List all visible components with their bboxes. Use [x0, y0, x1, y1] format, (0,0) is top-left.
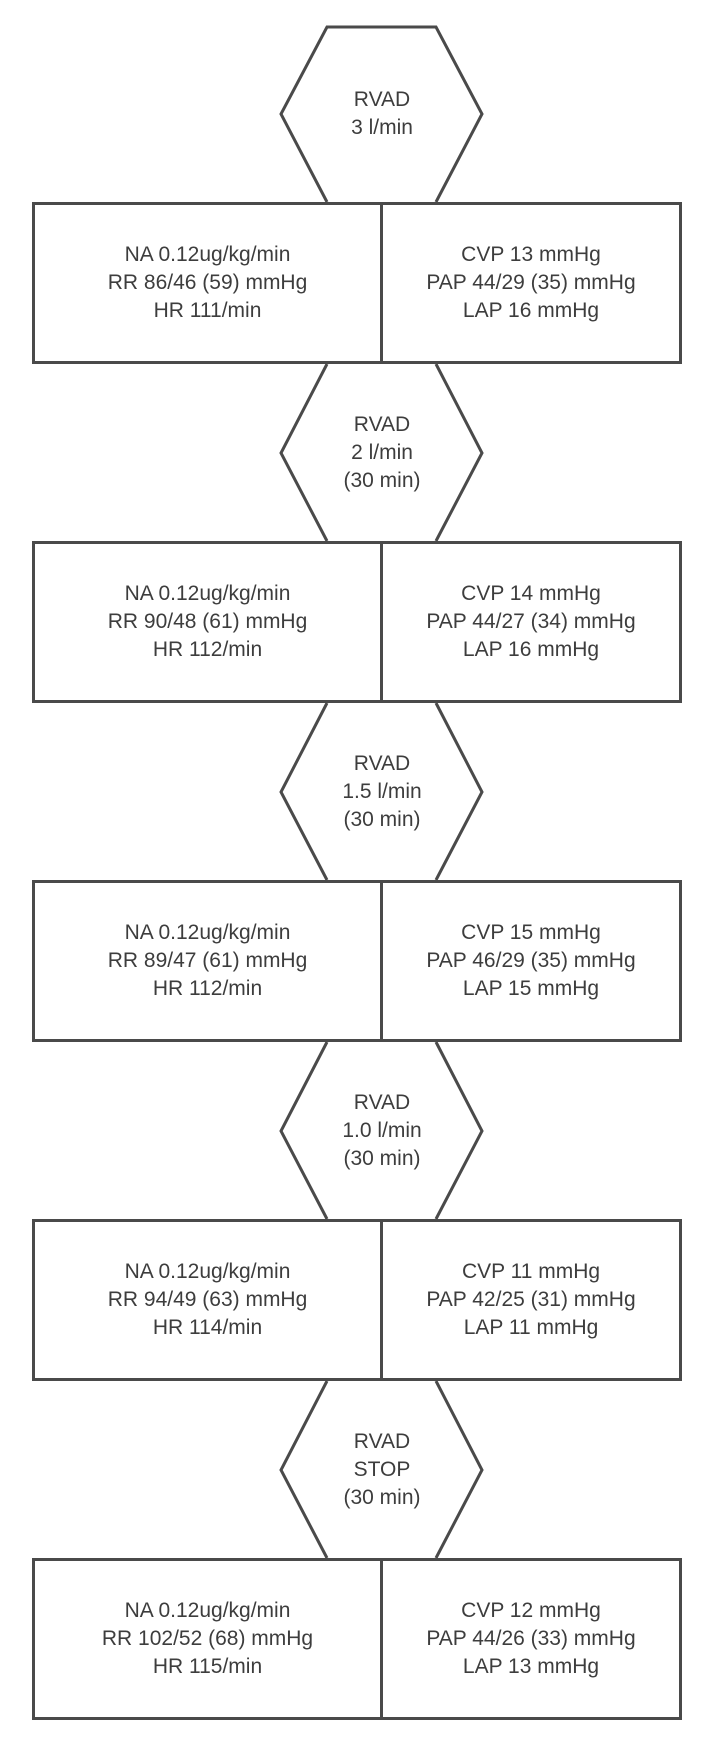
- hexagon-label: RVAD 3 l/min: [279, 25, 485, 202]
- rvad-setting-hexagon: RVAD 1.5 l/min (30 min): [279, 702, 485, 881]
- rvad-setting-hexagon: RVAD STOP (30 min): [279, 1380, 485, 1559]
- hexagon-label-line: 1.0 l/min: [342, 1118, 422, 1142]
- rvad-setting-hexagon: RVAD 3 l/min: [279, 25, 485, 203]
- cardiac-pressures-cell: CVP 15 mmHg PAP 46/29 (35) mmHg LAP 15 m…: [380, 883, 679, 1039]
- measurement-line: LAP 13 mmHg: [462, 1655, 600, 1678]
- hexagon-label-line: RVAD: [353, 1090, 411, 1114]
- measurement-line: RR 90/48 (61) mmHg: [107, 610, 308, 633]
- hexagon-label: RVAD STOP (30 min): [279, 1381, 485, 1558]
- hexagon-label-line: RVAD: [353, 751, 411, 775]
- measurement-line: CVP 12 mmHg: [461, 1599, 601, 1622]
- measurement-line: HR 111/min: [153, 299, 262, 322]
- measurement-line: HR 112/min: [152, 638, 263, 661]
- measurement-line: NA 0.12ug/kg/min: [124, 582, 291, 605]
- hexagon-label-line: RVAD: [353, 1429, 411, 1453]
- cardiac-pressures-cell: CVP 13 mmHg PAP 44/29 (35) mmHg LAP 16 m…: [380, 205, 679, 361]
- measurement-line: CVP 13 mmHg: [461, 243, 601, 266]
- hexagon-shape: [279, 1380, 484, 1559]
- hexagon-label: RVAD 1.0 l/min (30 min): [279, 1042, 485, 1219]
- measurement-line: RR 94/49 (63) mmHg: [107, 1288, 308, 1311]
- rvad-setting-hexagon: RVAD 1.0 l/min (30 min): [279, 1041, 485, 1220]
- measurement-line: RR 89/47 (61) mmHg: [107, 949, 308, 972]
- measurement-line: CVP 15 mmHg: [461, 921, 601, 944]
- hexagon-label-line: RVAD: [353, 412, 411, 436]
- measurement-line: CVP 11 mmHg: [461, 1260, 601, 1283]
- measurement-line: CVP 14 mmHg: [461, 582, 601, 605]
- hexagon-label: RVAD 1.5 l/min (30 min): [279, 703, 485, 880]
- measurement-line: LAP 11 mmHg: [463, 1316, 599, 1339]
- measurement-line: NA 0.12ug/kg/min: [124, 1260, 291, 1283]
- measurement-line: PAP 44/26 (33) mmHg: [426, 1627, 636, 1650]
- hexagon-shape: [279, 702, 484, 881]
- measurement-line: LAP 15 mmHg: [462, 977, 600, 1000]
- hexagon-label-line: (30 min): [343, 1485, 421, 1509]
- measurement-line: NA 0.12ug/kg/min: [124, 1599, 291, 1622]
- measurement-line: HR 114/min: [152, 1316, 263, 1339]
- hexagon-label-line: RVAD: [353, 87, 411, 111]
- hexagon-label-line: 2 l/min: [351, 440, 413, 464]
- measurement-line: LAP 16 mmHg: [462, 638, 600, 661]
- hexagon-shape: [279, 1041, 484, 1220]
- hexagon-shape: [279, 363, 484, 542]
- measurements-box: NA 0.12ug/kg/min RR 90/48 (61) mmHg HR 1…: [32, 541, 682, 703]
- cardiac-pressures-cell: CVP 14 mmHg PAP 44/27 (34) mmHg LAP 16 m…: [380, 544, 679, 700]
- hexagon-label-line: (30 min): [343, 1146, 421, 1170]
- measurement-line: NA 0.12ug/kg/min: [124, 921, 291, 944]
- hexagon-label-line: 1.5 l/min: [342, 779, 422, 803]
- measurements-box: NA 0.12ug/kg/min RR 102/52 (68) mmHg HR …: [32, 1558, 682, 1720]
- cardiac-pressures-cell: CVP 11 mmHg PAP 42/25 (31) mmHg LAP 11 m…: [380, 1222, 679, 1378]
- hexagon-label: RVAD 2 l/min (30 min): [279, 364, 485, 541]
- measurements-box: NA 0.12ug/kg/min RR 89/47 (61) mmHg HR 1…: [32, 880, 682, 1042]
- hexagon-label-line: (30 min): [343, 468, 421, 492]
- measurement-line: HR 112/min: [152, 977, 263, 1000]
- measurements-box: NA 0.12ug/kg/min RR 86/46 (59) mmHg HR 1…: [32, 202, 682, 364]
- hexagon-label-line: STOP: [353, 1457, 411, 1481]
- measurements-box: NA 0.12ug/kg/min RR 94/49 (63) mmHg HR 1…: [32, 1219, 682, 1381]
- cardiac-pressures-cell: CVP 12 mmHg PAP 44/26 (33) mmHg LAP 13 m…: [380, 1561, 679, 1717]
- systemic-measurements-cell: NA 0.12ug/kg/min RR 89/47 (61) mmHg HR 1…: [35, 883, 380, 1039]
- systemic-measurements-cell: NA 0.12ug/kg/min RR 94/49 (63) mmHg HR 1…: [35, 1222, 380, 1378]
- measurement-line: PAP 46/29 (35) mmHg: [426, 949, 636, 972]
- measurement-line: PAP 44/27 (34) mmHg: [426, 610, 636, 633]
- measurement-line: HR 115/min: [152, 1655, 263, 1678]
- measurement-line: PAP 42/25 (31) mmHg: [426, 1288, 636, 1311]
- measurement-line: PAP 44/29 (35) mmHg: [426, 271, 636, 294]
- measurement-line: LAP 16 mmHg: [462, 299, 600, 322]
- rvad-setting-hexagon: RVAD 2 l/min (30 min): [279, 363, 485, 542]
- systemic-measurements-cell: NA 0.12ug/kg/min RR 90/48 (61) mmHg HR 1…: [35, 544, 380, 700]
- systemic-measurements-cell: NA 0.12ug/kg/min RR 102/52 (68) mmHg HR …: [35, 1561, 380, 1717]
- hexagon-shape: [279, 25, 484, 203]
- measurement-line: NA 0.12ug/kg/min: [124, 243, 291, 266]
- measurement-line: RR 86/46 (59) mmHg: [107, 271, 308, 294]
- hexagon-label-line: (30 min): [343, 807, 421, 831]
- systemic-measurements-cell: NA 0.12ug/kg/min RR 86/46 (59) mmHg HR 1…: [35, 205, 380, 361]
- hexagon-label-line: 3 l/min: [351, 115, 413, 139]
- measurement-line: RR 102/52 (68) mmHg: [101, 1627, 314, 1650]
